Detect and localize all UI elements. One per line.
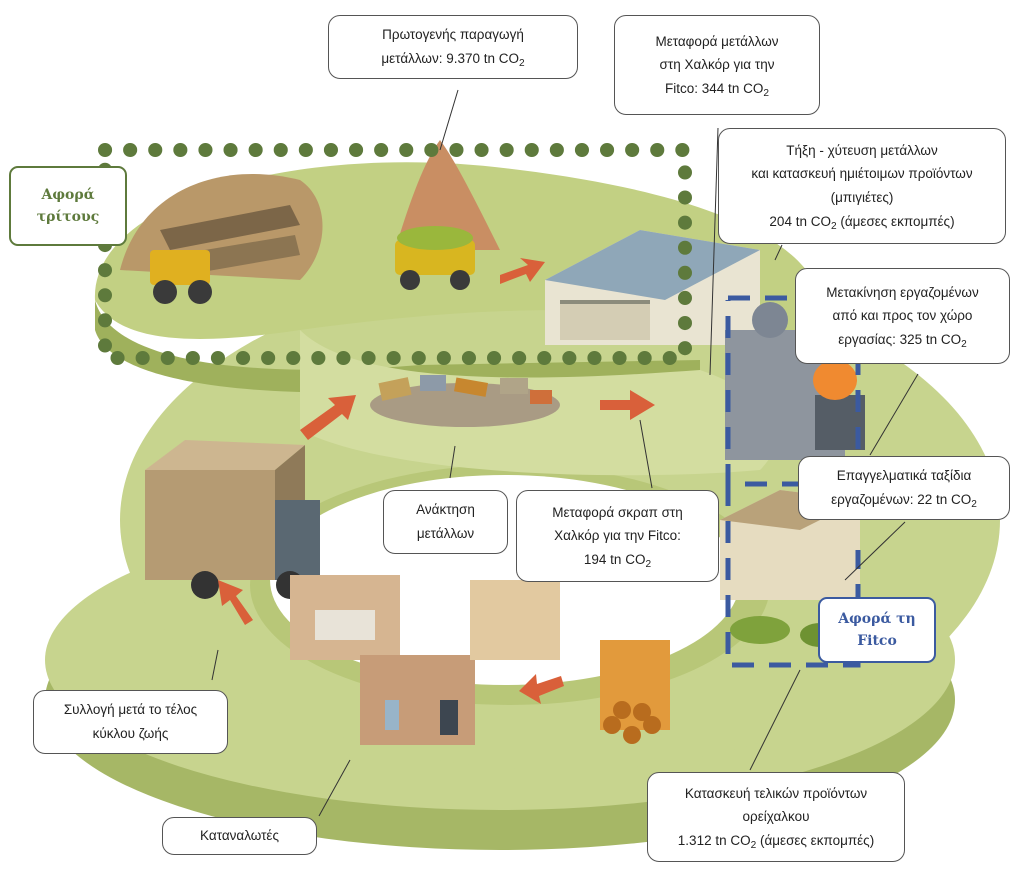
label-business-travel: Επαγγελματικά ταξίδια εργαζομένων: 22 tn… bbox=[798, 456, 1010, 520]
truck bbox=[145, 440, 320, 599]
label-melting-casting: Τήξη - χύτευση μετάλλων και κατασκευή ημ… bbox=[718, 128, 1006, 244]
label-scrap-transport: Μεταφορά σκραπ στη Χαλκόρ για την Fitco:… bbox=[516, 490, 719, 582]
label-final-products: Κατασκευή τελικών προϊόντων ορείχαλκου 1… bbox=[647, 772, 905, 862]
mining-scene bbox=[120, 140, 500, 304]
scrap-pile bbox=[370, 375, 560, 427]
label-end-of-life-collection: Συλλογή μετά το τέλος κύκλου ζωής bbox=[33, 690, 228, 754]
label-metal-transport: Μεταφορά μετάλλων στη Χαλκόρ για την Fit… bbox=[614, 15, 820, 115]
brass-rods bbox=[600, 640, 670, 744]
flow-arrows bbox=[218, 258, 655, 704]
consumer-scenes bbox=[290, 575, 560, 745]
label-primary-production: Πρωτογενής παραγωγή μετάλλων: 9.370 tn C… bbox=[328, 15, 578, 79]
label-employee-commute: Μετακίνηση εργαζομένων από και προς τον … bbox=[795, 268, 1010, 364]
tag-third-parties: Αφορά τρίτους bbox=[9, 166, 127, 246]
label-metal-recovery: Ανάκτηση μετάλλων bbox=[383, 490, 508, 554]
leader-lines bbox=[211, 89, 919, 817]
label-consumers: Καταναλωτές bbox=[162, 817, 317, 855]
third-parties-boundary bbox=[98, 143, 692, 365]
tag-fitco: Αφορά τη Fitco bbox=[818, 597, 936, 663]
